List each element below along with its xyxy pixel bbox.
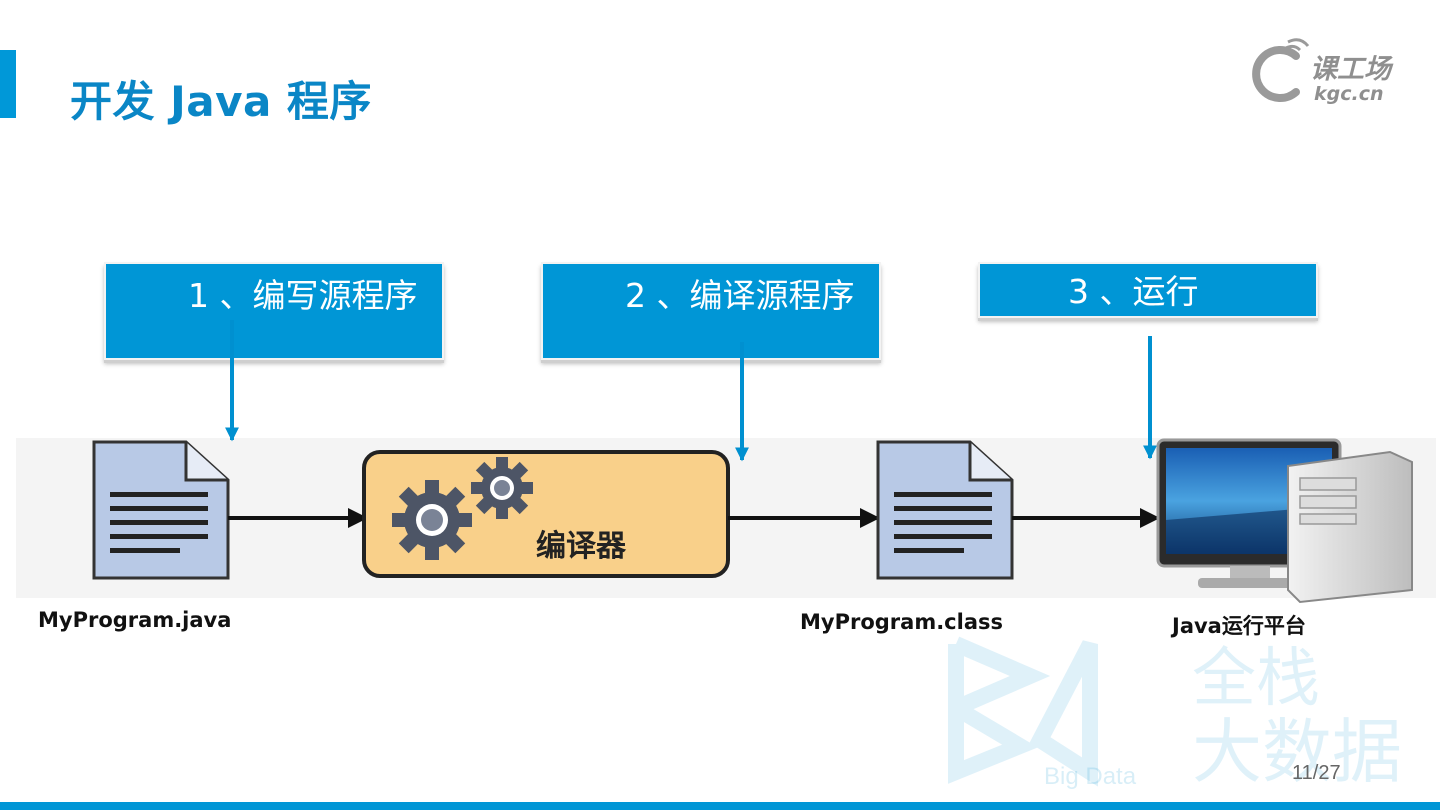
slide-title: 开发 Java 程序 [70,77,372,126]
page-number: 11/27 [1292,762,1341,784]
class-file-label: MyProgram.class [800,610,1003,634]
logo-main-text: 课工场 [1310,54,1394,85]
step-box-write-source: 1 、编写源程序 [104,262,444,360]
watermark-line2: 大数据 [1192,711,1402,793]
step-label: 1 、编写源程序 [188,276,418,315]
step-box-run: 3 、运行 [978,262,1318,318]
step-label: 2 、编译源程序 [625,276,855,315]
gear-icon [392,480,472,560]
platform-label: Java运行平台 [1172,614,1306,638]
source-file-document-icon [92,440,230,580]
source-file-label: MyProgram.java [38,608,232,632]
compile-flow-diagram [16,320,1436,604]
gear-icon [471,457,533,519]
watermark-line1: 全栈 [1192,642,1320,716]
bottom-accent-bar [0,802,1440,810]
big-data-watermark: Big Data 全栈 大数据 [948,636,1402,793]
compiler-label: 编译器 [516,520,708,574]
kgc-logo: 课工场 kgc.cn [1252,38,1394,105]
class-file-document-icon [876,440,1014,580]
watermark-sub: Big Data [1044,763,1137,790]
computer-platform-icon [1156,438,1413,604]
step-box-compile-source: 2 、编译源程序 [541,262,881,360]
logo-sub-text: kgc.cn [1314,83,1384,105]
step-label: 3 、运行 [1068,272,1199,311]
title-accent-bar [0,50,16,118]
